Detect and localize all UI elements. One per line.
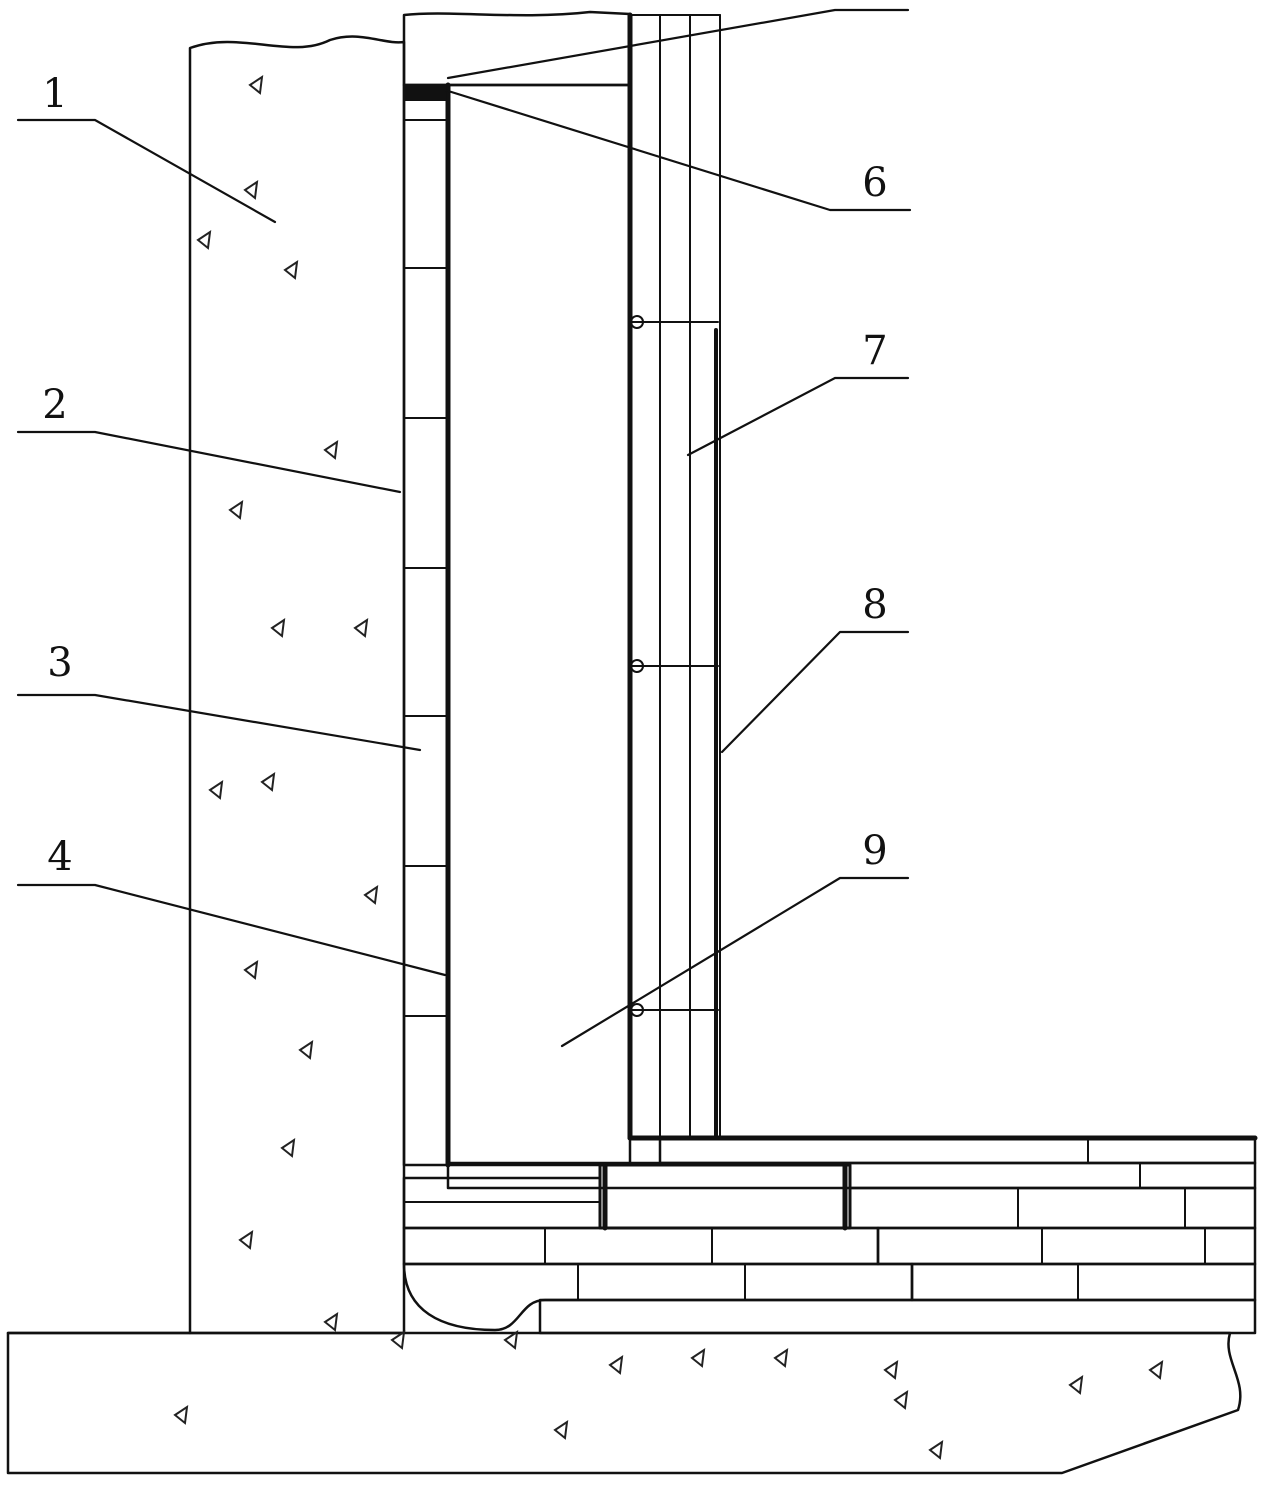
structural-wall: [188, 35, 406, 1335]
callout-3: 3: [47, 640, 72, 686]
callout-1: 1: [42, 71, 67, 117]
callout-2: 2: [42, 382, 67, 428]
callout-9: 9: [862, 828, 887, 874]
base-slab: [6, 1331, 1242, 1475]
leader-lines: [16, 8, 912, 1048]
aggregate-marks: [173, 74, 1164, 1460]
callout-4: 4: [47, 834, 72, 880]
top-concrete-block: [402, 10, 632, 87]
callout-7: 7: [862, 328, 887, 374]
lining-boards: [627, 14, 1258, 1141]
callout-6: 6: [862, 160, 887, 206]
callout-8: 8: [862, 582, 887, 628]
floor-layers: [402, 1136, 1257, 1335]
protective-brick-layer: [402, 82, 451, 1168]
callout-labels: 1 2 3 4 6 7 8 9: [42, 71, 887, 880]
inner-concrete-wall: [446, 12, 633, 1167]
